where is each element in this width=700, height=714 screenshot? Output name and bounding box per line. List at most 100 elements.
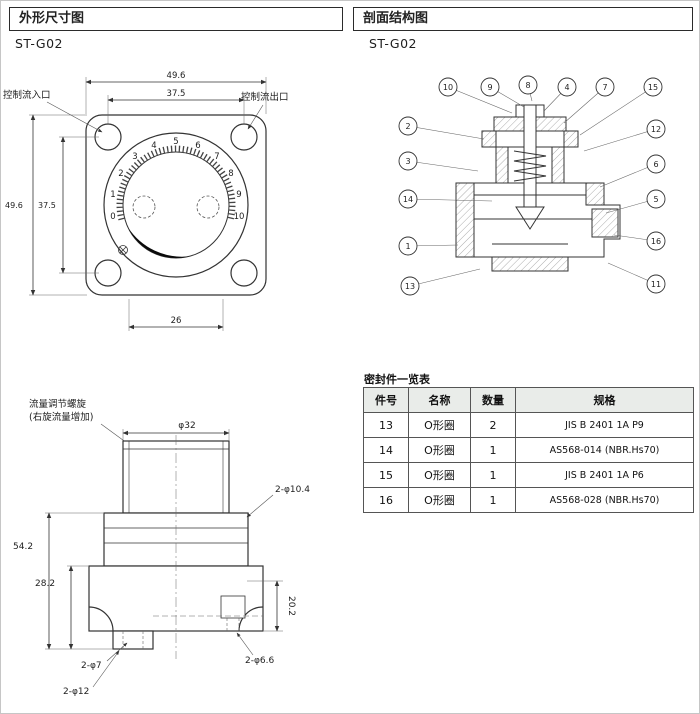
hole-dim-leaders [92, 494, 274, 688]
front-view-svg: 0 1 2 3 4 5 6 7 8 9 10 [3, 71, 289, 331]
cell-spec: JIS B 2401 1A P6 [515, 462, 694, 488]
dim-bottom: 26 [171, 316, 182, 326]
callout-1: 1 [398, 236, 418, 256]
dim-bottom-counterbore: 2-φ12 [63, 687, 89, 697]
dial-number: 5 [173, 137, 178, 147]
hidden-lines [122, 435, 263, 659]
section-structure-header: 剖面结构图 [353, 7, 693, 31]
outline-section-header: 外形尺寸图 [9, 7, 343, 31]
cell-partno: 15 [363, 462, 409, 488]
seal-table-title: 密封件一览表 [364, 373, 430, 386]
dim-bottom-holes-right: 2-φ6.6 [245, 656, 274, 666]
dial-tick-ring [116, 145, 236, 221]
bolt-hole-bottom-right [230, 259, 258, 287]
cell-partno: 14 [363, 437, 409, 463]
side-view-svg: 流量调节螺旋 (右旋流量增加) [13, 398, 310, 697]
hidden-port-circles [132, 195, 220, 219]
callout-number: 7 [602, 83, 607, 92]
callout-number: 5 [653, 195, 658, 204]
callout-number: 9 [487, 83, 492, 92]
dial-number: 7 [214, 152, 219, 162]
seal-table-row: 13 O形圈 2 JIS B 2401 1A P9 [363, 412, 694, 438]
dim-bottom-holes-left: 2-φ7 [81, 661, 102, 671]
label-leader-lines [46, 101, 264, 133]
callout-number: 1 [405, 242, 410, 251]
side-port [220, 595, 246, 619]
spring [513, 150, 547, 182]
dial-number: 0 [110, 212, 115, 222]
section-view-svg: 10 9 8 4 7 15 2 12 3 6 14 5 1 16 13 11 [398, 75, 666, 296]
cell-partno: 16 [363, 487, 409, 513]
bleed-screw-mark [118, 245, 128, 255]
cell-partno: 13 [363, 412, 409, 438]
callout-number: 8 [525, 81, 530, 90]
dial-scale-numbers: 0 1 2 3 4 5 6 7 8 9 10 [110, 137, 244, 222]
dim-total-height: 54.2 [13, 542, 33, 552]
callout-15: 15 [643, 77, 663, 97]
callout-number: 6 [653, 160, 658, 169]
callout-4: 4 [557, 77, 577, 97]
adjust-label-line2: (右旋流量增加) [29, 411, 93, 423]
dimension-lines-side [46, 430, 280, 650]
callout-14: 14 [398, 189, 418, 209]
cell-qty: 2 [470, 412, 516, 438]
callout-7: 7 [595, 77, 615, 97]
dial-number: 8 [228, 169, 233, 179]
dim-knob-dia: φ32 [178, 421, 195, 431]
valve-cross-section [455, 104, 621, 272]
seal-table-row: 16 O形圈 1 AS568-028 (NBR.Hs70) [363, 487, 694, 513]
dim-port-height: 20.2 [286, 596, 296, 616]
callout-balloons: 10 9 8 4 7 15 2 12 3 6 14 5 1 16 13 11 [398, 75, 666, 296]
dim-width-outer: 49.6 [167, 71, 186, 81]
callout-number: 14 [403, 195, 413, 204]
callout-number: 16 [651, 237, 661, 246]
callout-number: 15 [648, 83, 658, 92]
section-structure-title: 剖面结构图 [363, 11, 429, 26]
seal-table: 件号 名称 数量 规格 13 O形圈 2 JIS B 2401 1A P9 14… [363, 387, 694, 513]
seal-table-row: 14 O形圈 1 AS568-014 (NBR.Hs70) [363, 437, 694, 463]
dial-number: 2 [118, 169, 123, 179]
callout-10: 10 [438, 77, 458, 97]
cell-name: O形圈 [408, 412, 471, 438]
dial-number: 1 [110, 190, 115, 200]
dial-number: 6 [195, 141, 200, 151]
col-header-partno: 件号 [363, 387, 409, 413]
dial-outer-circle [103, 132, 249, 278]
bottom-port [112, 630, 154, 650]
cell-qty: 1 [470, 487, 516, 513]
callout-8: 8 [518, 75, 538, 95]
dim-height-outer: 49.6 [5, 201, 23, 210]
dim-top-holes: 2-φ10.4 [275, 485, 310, 495]
outline-section-title: 外形尺寸图 [19, 11, 85, 26]
callout-16: 16 [646, 231, 666, 251]
adjust-label-line1: 流量调节螺旋 [29, 398, 87, 410]
col-header-spec: 规格 [515, 387, 694, 413]
callout-3: 3 [398, 151, 418, 171]
callout-6: 6 [646, 154, 666, 174]
callout-2: 2 [398, 116, 418, 136]
callout-12: 12 [646, 119, 666, 139]
callout-number: 2 [405, 122, 410, 131]
dimension-lines [30, 79, 267, 330]
cell-spec: JIS B 2401 1A P9 [515, 412, 694, 438]
callout-13: 13 [400, 276, 420, 296]
callout-leader-lines [407, 84, 657, 287]
callout-number: 11 [651, 280, 661, 289]
outlet-label: 控制流出口 [241, 91, 289, 103]
cell-name: O形圈 [408, 437, 471, 463]
callout-number: 3 [405, 157, 410, 166]
callout-5: 5 [646, 189, 666, 209]
cell-name: O形圈 [408, 462, 471, 488]
dial-pointer-crescent [128, 227, 190, 258]
poppet-cone [515, 206, 545, 230]
dim-width-holes: 37.5 [167, 89, 186, 99]
callout-9: 9 [480, 77, 500, 97]
col-header-name: 名称 [408, 387, 471, 413]
section-model-label: ST-G02 [369, 36, 417, 51]
outline-model-label: ST-G02 [15, 36, 63, 51]
callout-number: 4 [564, 83, 569, 92]
cell-name: O形圈 [408, 487, 471, 513]
callout-number: 13 [405, 282, 415, 291]
col-header-qty: 数量 [470, 387, 516, 413]
